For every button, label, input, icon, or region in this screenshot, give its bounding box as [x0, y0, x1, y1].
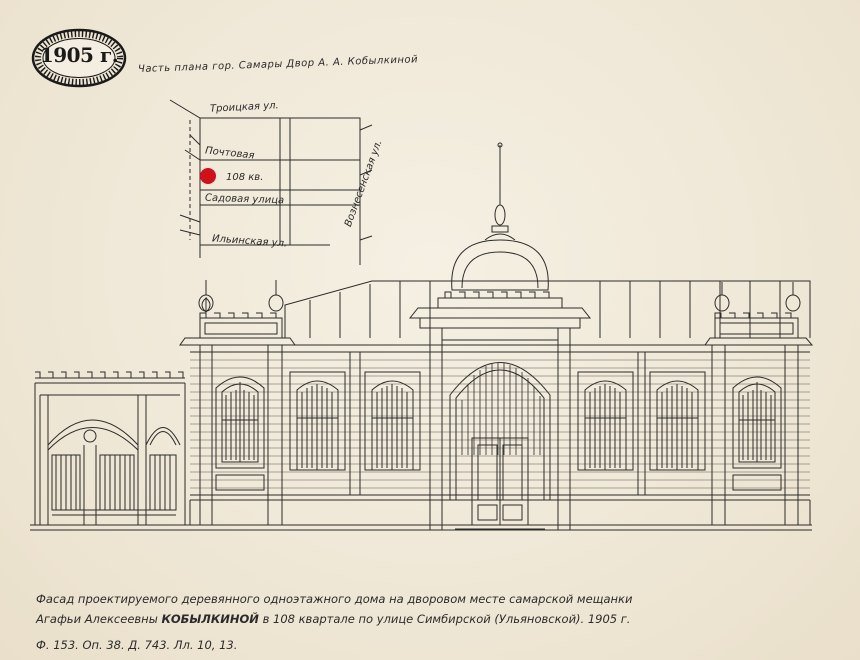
year-stamp: 1905 г.	[30, 27, 128, 89]
year-label: 1905 г.	[39, 43, 119, 67]
facade-drawing	[30, 142, 814, 531]
caption: Фасад проектируемого деревянного одноэта…	[36, 589, 836, 655]
caption-line-2-start: Агафьи Алексеевны	[36, 612, 162, 626]
archive-reference: Ф. 153. Оп. 38. Д. 743. Лл. 10, 13.	[36, 638, 238, 652]
caption-line-1: Фасад проектируемого деревянного одноэта…	[36, 592, 633, 606]
location-marker-icon	[200, 168, 216, 184]
caption-line-2-end: в 108 квартале по улице Симбирской (Улья…	[258, 612, 631, 626]
left-tower	[179, 280, 296, 525]
right-tower	[704, 282, 814, 525]
site-plan-sketch	[169, 99, 373, 265]
roof	[284, 280, 811, 338]
plan-label-quarter: 108 кв.	[226, 172, 264, 183]
caption-surname: КОБЫЛКИНОЙ	[161, 612, 259, 626]
fence-section	[34, 371, 186, 525]
stamp-ring-icon	[31, 28, 127, 88]
right-windows	[577, 352, 706, 495]
left-windows	[289, 352, 421, 495]
central-porch	[408, 142, 592, 530]
caption-line-2: Агафьи Алексеевны КОБЫЛКИНОЙ в 108 кварт…	[36, 609, 836, 629]
